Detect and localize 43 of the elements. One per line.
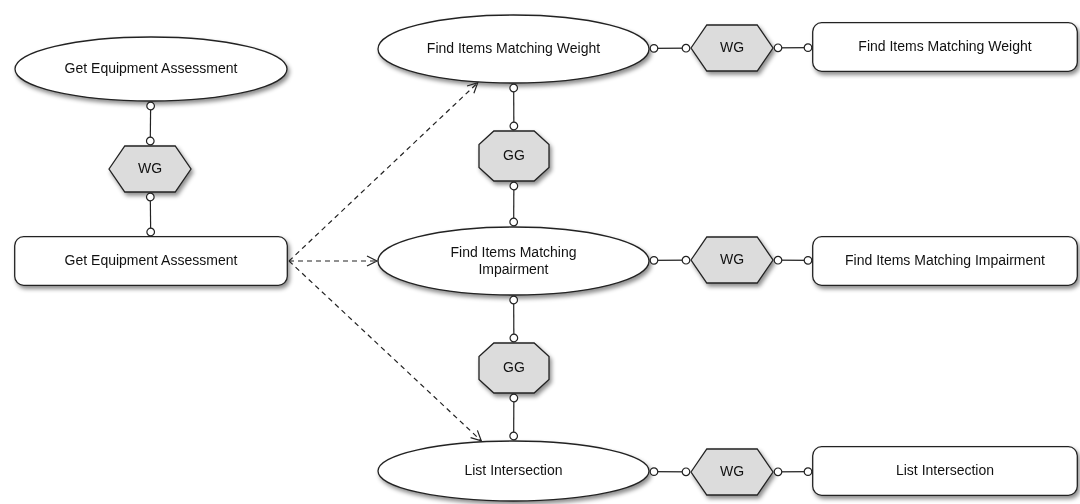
node-label: WG (719, 463, 745, 481)
rounded-box (14, 236, 288, 286)
node-label: Find Items Matching Weight (858, 38, 1032, 56)
dashed-arrow (288, 255, 378, 267)
ellipse-node (377, 440, 650, 502)
node-label: Get Equipment Assessment (64, 252, 238, 270)
rounded-box (812, 22, 1078, 72)
dashed-arrow (288, 260, 482, 442)
octagon-node (478, 130, 550, 182)
node-label: Find Items Matching Impairment (845, 252, 1045, 270)
node-label: WG (719, 39, 745, 57)
dashed-arrow (288, 82, 479, 262)
rounded-box (812, 236, 1078, 286)
node-label: WG (137, 160, 163, 178)
ellipse-node (14, 36, 288, 102)
node-label: Find Items Matching Weight (426, 40, 601, 58)
connector-line (773, 467, 813, 477)
node-label: Find Items Matching Impairment (449, 243, 578, 279)
node-label: GG (503, 359, 525, 377)
connector-line (773, 255, 813, 265)
connector-line (509, 393, 519, 441)
octagon-node (478, 342, 550, 394)
node-label: WG (719, 251, 745, 269)
node-label: GG (503, 147, 525, 165)
ellipse-node (377, 226, 650, 296)
rounded-box (812, 446, 1078, 496)
connector-line (773, 43, 813, 53)
node-label: Get Equipment Assessment (64, 60, 238, 78)
connector-line (649, 255, 691, 265)
connector-line (145, 101, 156, 146)
node-label: List Intersection (895, 462, 995, 480)
connector-line (509, 181, 519, 227)
connector-line (649, 43, 691, 53)
hexagon-node (690, 448, 774, 496)
connector-line (649, 467, 691, 477)
node-label: List Intersection (464, 462, 563, 480)
ellipse-node (377, 14, 650, 84)
hexagon-node (690, 24, 774, 72)
hexagon-node (108, 145, 192, 193)
connector-line (509, 83, 519, 131)
hexagon-node (690, 236, 774, 284)
connector-line (145, 192, 156, 237)
connector-line (509, 295, 519, 343)
